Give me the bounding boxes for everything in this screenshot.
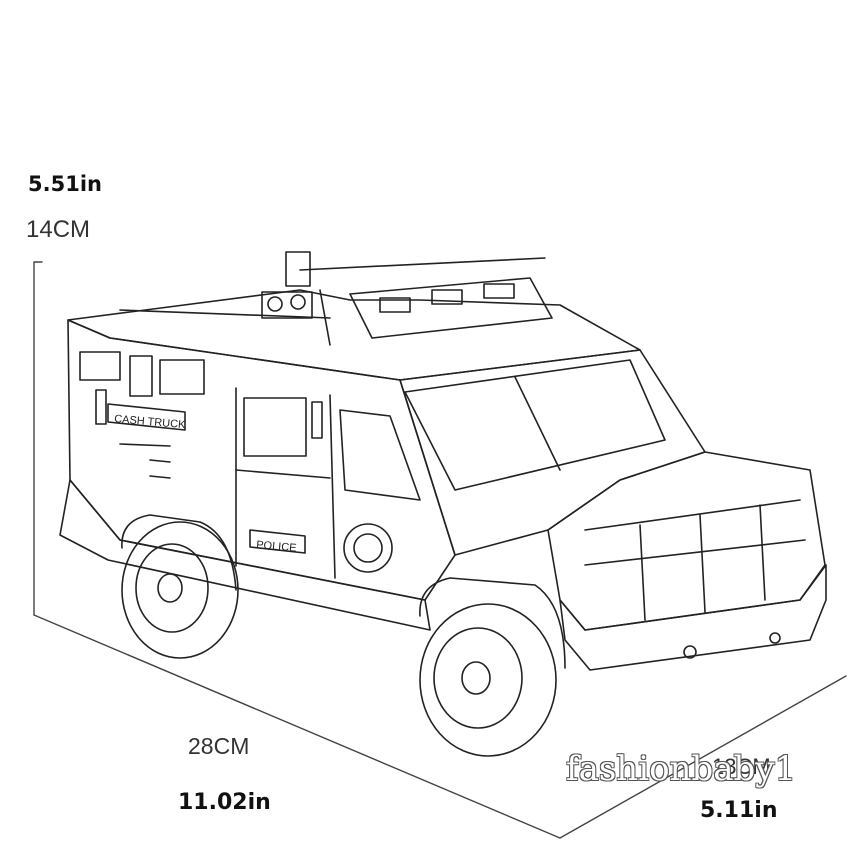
length-cm-label: 28CM bbox=[188, 733, 250, 759]
roof-light-bar bbox=[261, 251, 553, 346]
truck-body bbox=[59, 289, 827, 671]
width-inches-label: 5.11in bbox=[700, 798, 778, 823]
rear-wheel bbox=[121, 514, 239, 659]
cash-truck-decal: CASH TRUCK bbox=[114, 413, 187, 431]
dimension-lines bbox=[33, 261, 847, 839]
front-wheel bbox=[419, 577, 566, 757]
width-cm-label: 13CM bbox=[712, 754, 771, 779]
length-inches-label: 11.02in bbox=[178, 790, 271, 815]
height-cm-label: 14CM bbox=[26, 216, 91, 243]
watermark: fashionbaby1 bbox=[566, 749, 797, 789]
height-inches-label: 5.51in bbox=[28, 172, 102, 196]
police-decal: POLICE bbox=[256, 539, 297, 554]
